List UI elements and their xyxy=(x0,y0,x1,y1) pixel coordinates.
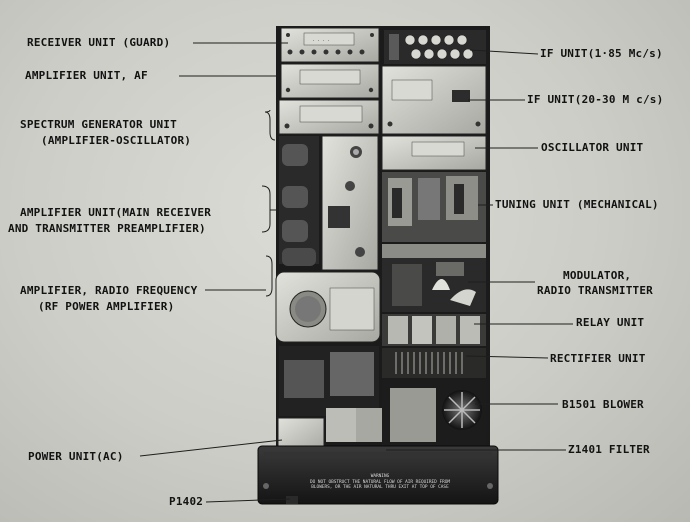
receiver-unit-guard xyxy=(280,27,380,63)
blower xyxy=(382,380,486,446)
base-plate-warning-line2: BLOWERS, OR THE AIR NATURAL THRU EXIT AT… xyxy=(311,485,449,491)
label-amplifier-rf-line1: AMPLIFIER, RADIO FREQUENCY xyxy=(20,284,198,297)
base-plate-warning-line1: DO NOT OBSTRUCT THE NATURAL FLOW OF AIR … xyxy=(309,479,451,485)
label-rectifier-unit: RECTIFIER UNIT xyxy=(550,352,646,365)
label-b1501-blower: B1501 BLOWER xyxy=(562,398,644,411)
base-plate-rim xyxy=(264,452,492,458)
label-receiver-unit-guard: RECEIVER UNIT (GUARD) xyxy=(27,36,171,49)
label-modulator-line2: RADIO TRANSMITTER xyxy=(537,284,653,297)
label-tuning-unit: TUNING UNIT (MECHANICAL) xyxy=(495,198,659,211)
amplifier-main-receiver xyxy=(279,135,379,271)
amplifier-af xyxy=(280,63,380,99)
left-leader-lines xyxy=(139,42,291,503)
label-spectrum-generator-line1: SPECTRUM GENERATOR UNIT xyxy=(20,118,177,131)
label-oscillator-unit: OSCILLATOR UNIT xyxy=(541,141,644,154)
label-amplifier-main-line1: AMPLIFIER UNIT(MAIN RECEIVER xyxy=(20,206,212,219)
base-plate-warning: WARNING DO NOT OBSTRUCT THE NATURAL FLOW… xyxy=(300,474,460,491)
relay-unit xyxy=(382,314,486,346)
label-relay-unit: RELAY UNIT xyxy=(576,316,645,329)
base-plate-warning-title: WARNING xyxy=(370,474,390,479)
label-modulator-line1: MODULATOR, xyxy=(563,269,632,282)
label-spectrum-generator-line2: (AMPLIFIER-OSCILLATOR) xyxy=(41,134,192,147)
label-amplifier-main-line2: AND TRANSMITTER PREAMPLIFIER) xyxy=(8,222,206,235)
modulator xyxy=(382,258,486,312)
base-plate xyxy=(257,445,499,505)
label-p1402: P1402 xyxy=(169,495,204,508)
rectifier-unit xyxy=(382,348,486,378)
oscillator-unit xyxy=(381,135,487,171)
base-plate-screws xyxy=(263,483,493,489)
receiver-nameplate-mark: · · · · xyxy=(312,38,330,43)
spectrum-generator xyxy=(278,99,380,135)
power-supply-area xyxy=(277,346,384,451)
tuning-base-bar xyxy=(382,244,486,258)
label-power-unit-ac: POWER UNIT(AC) xyxy=(28,450,124,463)
label-amplifier-rf-line2: (RF POWER AMPLIFIER) xyxy=(38,300,175,313)
if-unit-2030 xyxy=(381,65,487,135)
label-if-unit-185: IF UNIT(1·85 Mc/s) xyxy=(540,47,663,60)
rf-power-amplifier xyxy=(275,271,381,343)
tuning-unit xyxy=(382,172,486,242)
label-if-unit-2030: IF UNIT(20-30 M c/s) xyxy=(527,93,664,106)
label-amplifier-unit-af: AMPLIFIER UNIT, AF xyxy=(25,69,148,82)
p1402-connector xyxy=(286,496,298,504)
right-leader-lines xyxy=(386,49,573,451)
label-z1401-filter: Z1401 FILTER xyxy=(568,443,650,456)
if-unit-185 xyxy=(384,30,486,64)
